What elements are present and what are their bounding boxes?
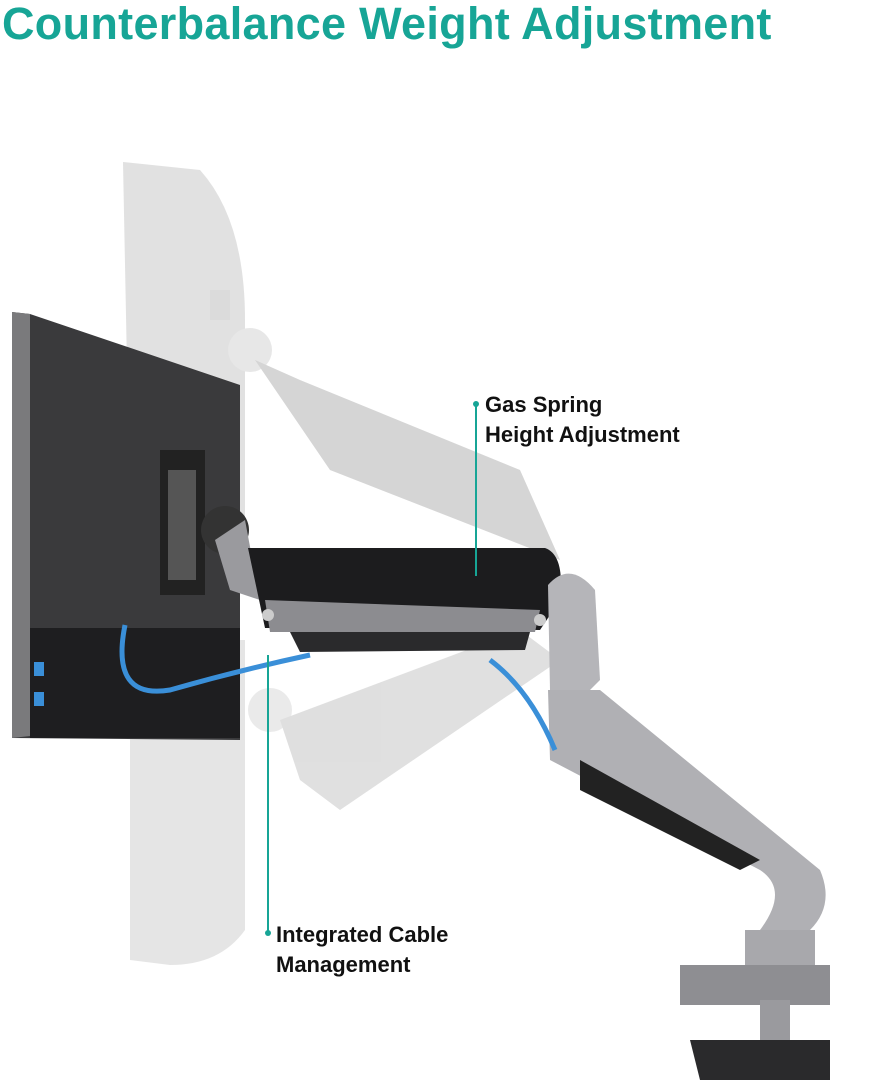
cable-callout-dot (265, 930, 271, 936)
gas-spring-callout-line (475, 404, 477, 576)
cable (119, 624, 558, 751)
gas-spring-callout: Gas Spring Height Adjustment (485, 390, 680, 450)
cable-callout-line (267, 655, 269, 935)
gas-spring-label-line2: Height Adjustment (485, 422, 680, 447)
arm (201, 506, 830, 1080)
gas-spring-label-line1: Gas Spring (485, 392, 603, 417)
cable-label-line1: Integrated Cable (276, 922, 449, 947)
cable-label-line2: Management (276, 952, 411, 977)
page-title: Counterbalance Weight Adjustment (2, 0, 772, 49)
cable-callout: Integrated Cable Management (276, 920, 448, 980)
gas-spring-callout-dot (473, 401, 479, 407)
